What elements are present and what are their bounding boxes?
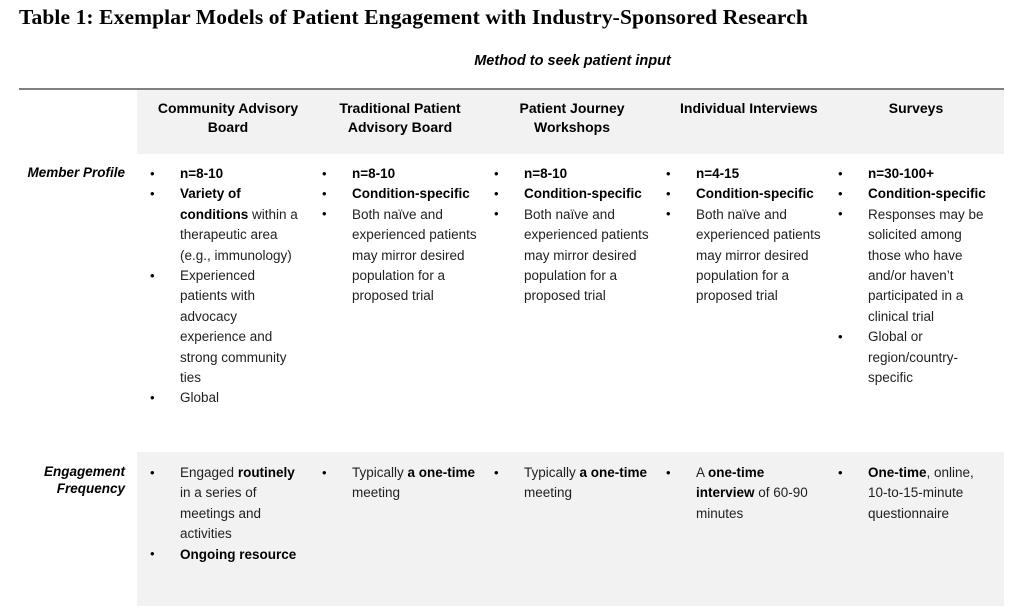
header-cells: Community Advisory Board Traditional Pati… — [137, 90, 1004, 154]
bullet-item: Global or region/country-specific — [830, 327, 1002, 388]
bullet-item: n=30-100+ — [830, 163, 1002, 184]
bullet-item: Both naïve and experienced patients may … — [486, 204, 658, 307]
column-header: Individual Interviews — [680, 100, 818, 116]
bullet-item: Typically a one-time meeting — [486, 463, 658, 504]
row-label: Engagement Frequency — [19, 452, 137, 606]
bullet-item: n=8-10 — [142, 163, 314, 184]
bullet-list: n=8-10Condition-specificBoth naïve and e… — [486, 154, 658, 307]
bullet-item: Condition-specific — [830, 184, 1002, 205]
bullet-list: A one-time interview of 60-90 minutes — [658, 452, 830, 524]
bullet-item: One-time, online, 10-to-15-minute questi… — [830, 462, 1002, 524]
bullet-list: n=30-100+Condition-specificResponses may… — [830, 154, 1002, 388]
column-header: Traditional Patient Advisory Board — [339, 100, 461, 135]
row-cells: n=8-10Variety of conditions within a the… — [137, 154, 1004, 452]
bullet-item: A one-time interview of 60-90 minutes — [658, 462, 830, 524]
bullet-item: Experienced patients with advocacy exper… — [142, 266, 314, 388]
table-cell: n=30-100+Condition-specificResponses may… — [830, 154, 1002, 452]
table-cell: One-time, online, 10-to-15-minute questi… — [830, 452, 1002, 606]
header-stub-cell — [19, 90, 137, 154]
column-header: Patient Journey Workshops — [519, 100, 625, 135]
table-cell: n=8-10Variety of conditions within a the… — [142, 154, 314, 452]
bullet-list: Typically a one-time meeting — [314, 452, 486, 504]
table-cell: Engaged routinely in a series of meeting… — [142, 452, 314, 606]
table-cell: n=4-15Condition-specificBoth naïve and e… — [658, 154, 830, 452]
bullet-item: Engaged routinely in a series of meeting… — [142, 463, 314, 545]
bullet-item: Variety of conditions within a therapeut… — [142, 184, 314, 266]
table-cell: n=8-10Condition-specificBoth naïve and e… — [486, 154, 658, 452]
table-header-row: Community Advisory Board Traditional Pati… — [19, 90, 1004, 154]
table-cell: Typically a one-time meeting — [314, 452, 486, 606]
exemplar-models-table: Community Advisory Board Traditional Pati… — [19, 88, 1004, 606]
bullet-list: n=4-15Condition-specificBoth naïve and e… — [658, 154, 830, 307]
bullet-list: Typically a one-time meeting — [486, 452, 658, 504]
bullet-item: Condition-specific — [486, 184, 658, 205]
table-body: Community Advisory Board Traditional Pati… — [19, 90, 1004, 606]
bullet-item: Typically a one-time meeting — [314, 463, 486, 504]
table-cell: n=8-10Condition-specificBoth naïve and e… — [314, 154, 486, 452]
bullet-item: Responses may be solicited among those w… — [830, 204, 1002, 327]
column-header: Surveys — [888, 100, 944, 116]
bullet-list: Engaged routinely in a series of meeting… — [142, 452, 314, 565]
bullet-list: One-time, online, 10-to-15-minute questi… — [830, 452, 1002, 524]
row-label: Member Profile — [19, 154, 137, 452]
column-header: Community Advisory Board — [157, 100, 299, 135]
bullet-item: Ongoing resource — [142, 544, 314, 565]
table-cell: A one-time interview of 60-90 minutes — [658, 452, 830, 606]
table-row: Member Profile n=8-10Variety of conditio… — [19, 154, 1004, 452]
bullet-item: n=8-10 — [486, 163, 658, 184]
table-subtitle: Method to seek patient input — [474, 53, 671, 69]
bullet-item: Condition-specific — [314, 184, 486, 205]
bullet-item: Both naïve and experienced patients may … — [314, 204, 486, 307]
bullet-item: n=8-10 — [314, 163, 486, 184]
bullet-item: n=4-15 — [658, 163, 830, 184]
bullet-list: n=8-10Variety of conditions within a the… — [142, 154, 314, 409]
bullet-list: n=8-10Condition-specificBoth naïve and e… — [314, 154, 486, 307]
table-cell: Typically a one-time meeting — [486, 452, 658, 606]
row-cells: Engaged routinely in a series of meeting… — [137, 452, 1004, 606]
table-top-rule — [19, 88, 1004, 90]
table-title: Table 1: Exemplar Models of Patient Enga… — [19, 5, 808, 29]
bullet-item: Global — [142, 388, 314, 409]
bullet-item: Condition-specific — [658, 184, 830, 205]
table-row: Engagement Frequency Engaged routinely i… — [19, 452, 1004, 606]
bullet-item: Both naïve and experienced patients may … — [658, 204, 830, 307]
